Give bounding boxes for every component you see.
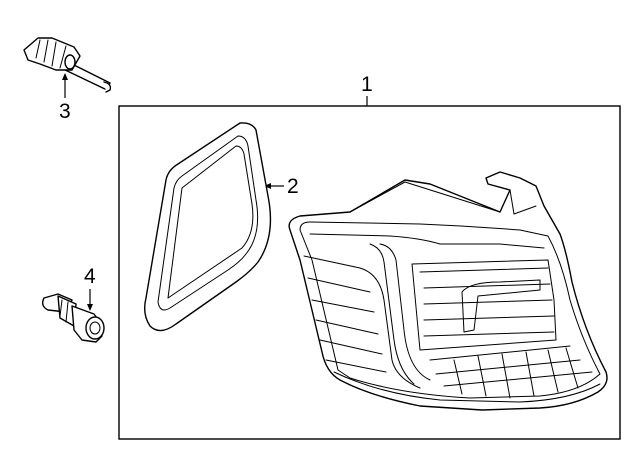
- callout-1: 1: [361, 73, 373, 96]
- bulb-part: [41, 293, 105, 343]
- assembly-frame: [118, 105, 621, 440]
- arrowhead-4: [87, 304, 93, 311]
- arrowhead-3: [62, 73, 68, 80]
- gasket-part: [143, 122, 272, 332]
- tail-lamp-assembly-part: [288, 171, 608, 411]
- callout-4: 4: [84, 265, 96, 288]
- callout-3: 3: [59, 100, 71, 123]
- arrowhead-2: [264, 183, 271, 189]
- callout-2: 2: [287, 175, 299, 198]
- bulb-socket-part: [23, 37, 112, 93]
